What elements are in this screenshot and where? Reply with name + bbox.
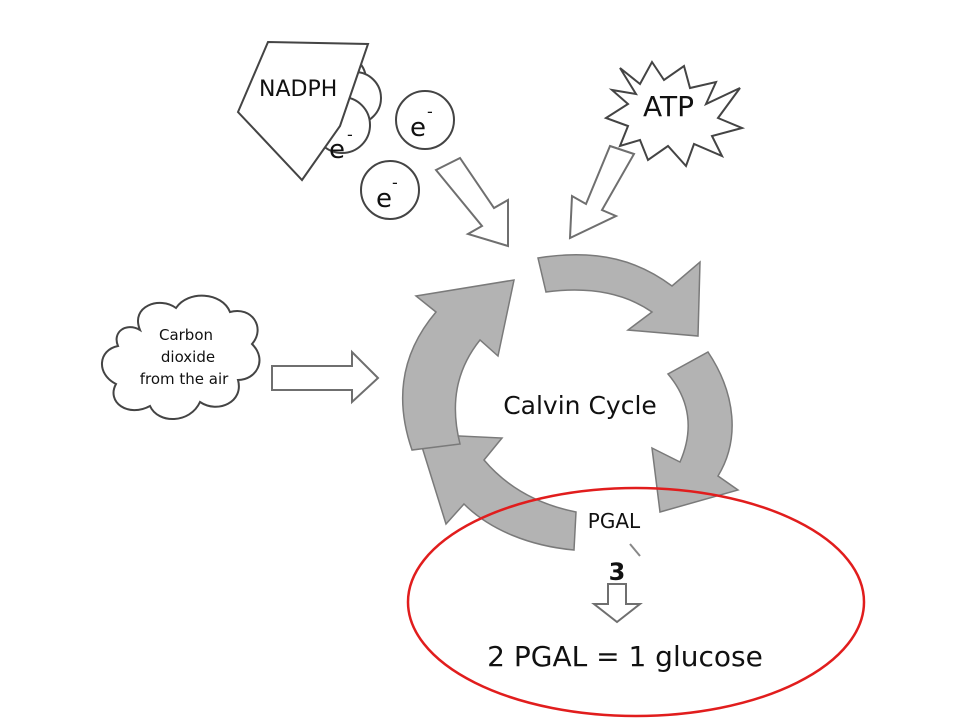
output-down-arrow [591, 583, 643, 624]
cycle-arrow-bottom-left [416, 433, 577, 551]
co2-label-line1: Carbon [159, 326, 213, 344]
nadph-label: NADPH [259, 77, 337, 102]
electron-free: e - [360, 160, 420, 220]
atp-starburst [603, 60, 746, 168]
co2-cloud [101, 294, 261, 420]
calvin-cycle-label: Calvin Cycle [503, 391, 657, 420]
electron-symbol: e [329, 135, 345, 165]
electron-circle [395, 90, 455, 150]
electron-circle [360, 160, 420, 220]
electron-charge: - [347, 125, 353, 144]
nadph-group: NADPH e - [236, 40, 382, 182]
cycle-arrow-right [651, 351, 740, 513]
electron-free: e - [395, 90, 455, 150]
cycle-arrow-top-right [537, 253, 701, 337]
atp-input-arrow [568, 144, 636, 240]
glucose-equation: 2 PGAL = 1 glucose [487, 640, 763, 673]
cycle-arrow-left [402, 279, 515, 451]
electron-symbol: e [410, 113, 426, 143]
electron-charge: - [392, 173, 398, 192]
pgal-label: PGAL [588, 509, 641, 533]
tick-mark [629, 543, 641, 557]
co2-input-arrow [271, 349, 380, 405]
atp-label: ATP [643, 90, 694, 123]
nadph-shape [236, 40, 370, 182]
electron-symbol: e [376, 184, 392, 214]
co2-cloud-group: Carbon dioxide from the air [101, 294, 261, 420]
electron-input-arrow [434, 156, 509, 248]
co2-label-line2: dioxide [161, 348, 215, 366]
pgal-count: 3 [609, 558, 626, 586]
atp-group: ATP [603, 60, 746, 168]
co2-label-line3: from the air [140, 370, 229, 388]
highlight-ellipse [406, 486, 866, 718]
output-group: PGAL 3 2 PGAL = 1 glucose [487, 509, 763, 673]
electron-charge: - [427, 102, 433, 121]
cycle-arrows [402, 253, 740, 551]
